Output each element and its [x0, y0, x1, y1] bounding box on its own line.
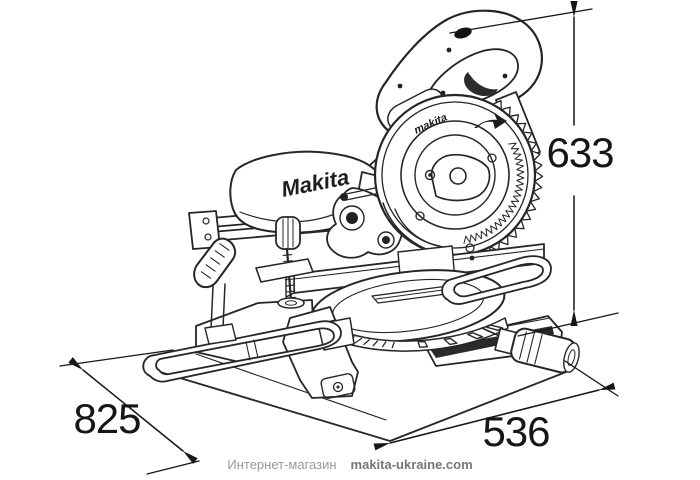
vise-clamp — [255, 216, 314, 309]
rotation-arrow-icon — [474, 113, 507, 129]
watermark-site: makita-ukraine.com — [350, 457, 473, 472]
dimension-depth: 825 — [59, 349, 200, 475]
carry-grip — [193, 237, 237, 345]
turntable — [307, 245, 509, 352]
arbor-bolt — [449, 167, 467, 185]
depth-dimension-label: 825 — [73, 395, 140, 442]
grip-knob — [481, 327, 580, 374]
dimension-height: 633 — [449, 1, 619, 337]
dimension-annotations: 633 825 536 — [59, 1, 619, 475]
grip-hatch-lines — [200, 243, 230, 279]
blade-edge-teeth — [463, 142, 525, 244]
watermark-prefix: Интернет-магазин — [227, 457, 337, 472]
right-extension-holder — [441, 255, 552, 305]
trigger — [464, 72, 498, 97]
width-dimension-label: 536 — [482, 408, 549, 455]
watermark-footer: Интернет-магазин makita-ukraine.com — [0, 457, 700, 473]
dimension-width: 536 — [373, 360, 619, 455]
height-dimension-label: 633 — [546, 129, 613, 176]
machine-drawing: Makita — [142, 9, 580, 442]
blade-guard: makita — [373, 91, 544, 261]
